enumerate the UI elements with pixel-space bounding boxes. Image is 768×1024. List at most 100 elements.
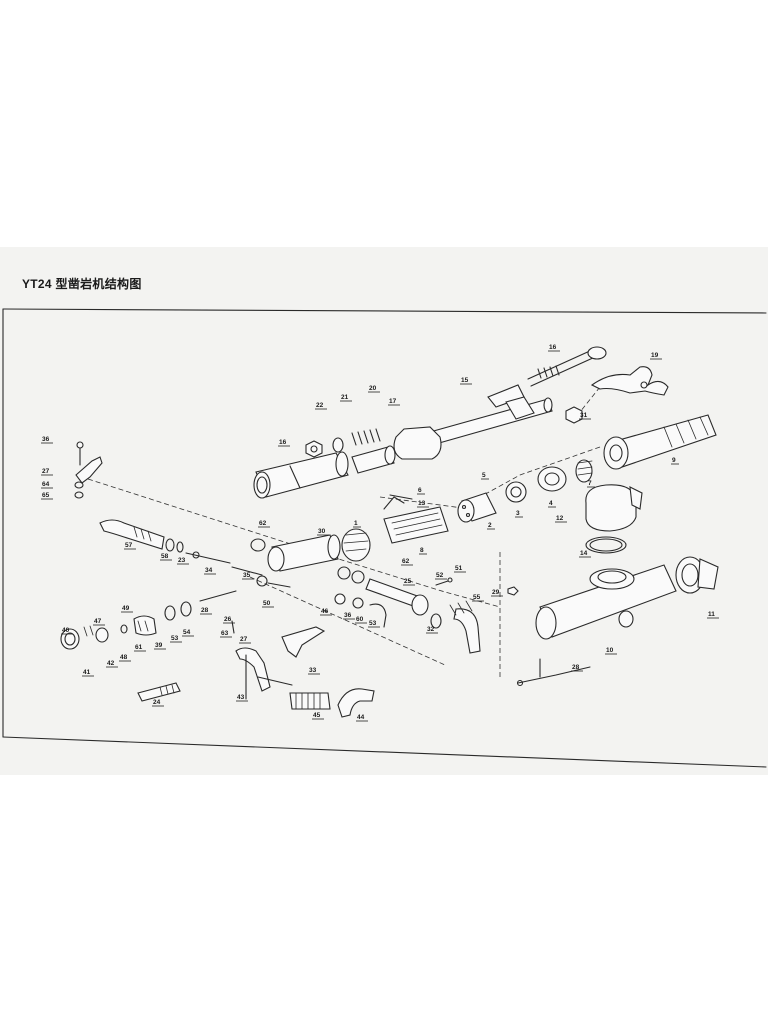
part-rotation-nut-2 <box>457 492 497 523</box>
callout-c49: 49 <box>122 605 130 612</box>
callout-c65: 65 <box>42 492 50 499</box>
callout-c3: 3 <box>516 510 520 517</box>
part-ring-14 <box>585 536 627 554</box>
callout-c13: 13 <box>418 500 426 507</box>
callout-c30: 30 <box>318 528 326 535</box>
callout-c36b: 36 <box>344 612 352 619</box>
part-washer-64 <box>74 481 84 489</box>
callout-c52: 52 <box>436 572 444 579</box>
part-piston-30 <box>267 534 341 572</box>
part-link-43 <box>257 676 293 686</box>
callout-c39: 39 <box>155 642 163 649</box>
part-spring-45 <box>289 692 331 710</box>
callout-c42: 42 <box>107 660 115 667</box>
callout-c25: 25 <box>404 578 412 585</box>
callout-c62b: 62 <box>402 558 410 565</box>
callout-c62a: 62 <box>259 520 267 527</box>
callout-c12: 12 <box>556 515 564 522</box>
callout-c22: 22 <box>316 402 324 409</box>
part-ring-32 <box>430 613 442 629</box>
assembly-axis-lines <box>87 386 601 677</box>
part-oring-62a <box>250 538 266 552</box>
callout-c20: 20 <box>369 385 377 392</box>
callout-c64: 64 <box>42 481 50 488</box>
callout-c63: 63 <box>221 630 229 637</box>
callout-c1: 1 <box>354 520 358 527</box>
part-tube-17 <box>351 445 396 474</box>
part-pin-52 <box>435 577 453 586</box>
part-elbow-55 <box>449 600 481 654</box>
callout-c14: 14 <box>580 550 588 557</box>
callout-c5: 5 <box>482 472 486 479</box>
callout-c27b: 27 <box>240 636 248 643</box>
callout-c43: 43 <box>237 694 245 701</box>
callout-c51: 51 <box>455 565 463 572</box>
part-oring-62b <box>337 566 365 584</box>
callout-c23: 23 <box>178 557 186 564</box>
part-handle-lever <box>527 346 607 387</box>
callout-c10: 10 <box>606 647 614 654</box>
part-rod-34 <box>185 551 231 564</box>
part-cap-12 <box>585 484 643 532</box>
callout-c32: 32 <box>427 626 435 633</box>
part-cylinder-housing <box>535 564 677 640</box>
part-bracket-28 <box>516 658 591 687</box>
callout-c61: 61 <box>135 644 143 651</box>
callout-c54: 54 <box>183 629 191 636</box>
part-screw-29 <box>507 586 519 596</box>
callout-c19: 19 <box>651 352 659 359</box>
callout-c2: 2 <box>488 522 492 529</box>
callout-c16a: 16 <box>549 344 557 351</box>
callout-c6: 6 <box>418 487 422 494</box>
callout-c4: 4 <box>549 500 553 507</box>
part-guide-8 <box>383 496 449 544</box>
callout-labels: 1619152021221731169362764655613743122186… <box>41 344 719 722</box>
callout-c33: 33 <box>309 667 317 674</box>
callout-c26: 26 <box>224 616 232 623</box>
callout-c58: 58 <box>161 553 169 560</box>
part-washer-60 <box>352 597 364 609</box>
part-chuck <box>603 414 717 470</box>
callout-c36: 36 <box>42 436 50 443</box>
callout-c15: 15 <box>461 377 469 384</box>
callout-c29: 29 <box>492 589 500 596</box>
callout-c40: 40 <box>62 627 70 634</box>
callout-c21: 21 <box>341 394 349 401</box>
callout-c41: 41 <box>83 669 91 676</box>
callout-c46: 46 <box>321 608 329 615</box>
callout-c31: 31 <box>580 412 588 419</box>
callout-c24: 24 <box>153 699 161 706</box>
callout-c8: 8 <box>420 547 424 554</box>
exploded-parts-diagram: 1619152021221731169362764655613743122186… <box>2 308 767 768</box>
part-handle-fork <box>590 366 669 396</box>
callout-c60: 60 <box>356 616 364 623</box>
part-ratchet-1 <box>341 528 371 562</box>
frame-border <box>2 308 767 768</box>
part-sleeve-4 <box>537 466 567 492</box>
part-lever-33 <box>281 626 326 658</box>
callout-c44: 44 <box>357 714 365 721</box>
part-pin-6 <box>389 494 413 500</box>
callout-c50: 50 <box>263 600 271 607</box>
callout-c17: 17 <box>389 398 397 405</box>
part-chain-left <box>60 590 237 650</box>
callout-c53b: 53 <box>171 635 179 642</box>
part-hook-53 <box>369 603 387 628</box>
part-ring-3 <box>505 481 527 503</box>
callout-c47: 47 <box>94 618 102 625</box>
part-lower-cylinder <box>253 451 349 499</box>
callout-c16b: 16 <box>279 439 287 446</box>
part-rod-35 <box>231 566 268 587</box>
callout-c28b: 28 <box>572 664 580 671</box>
callout-c9: 9 <box>672 457 676 464</box>
callout-c35: 35 <box>243 572 251 579</box>
callout-c55: 55 <box>473 594 481 601</box>
diagram-title: YT24 型凿岩机结构图 <box>22 277 142 291</box>
part-spring-20 <box>351 428 381 446</box>
part-washer-21 <box>332 437 344 453</box>
part-shaft-25 <box>365 578 429 616</box>
callout-c48: 48 <box>120 654 128 661</box>
part-parts-58-23 <box>165 538 184 553</box>
part-gear-7 <box>575 459 593 483</box>
scanned-sheet <box>0 247 768 775</box>
